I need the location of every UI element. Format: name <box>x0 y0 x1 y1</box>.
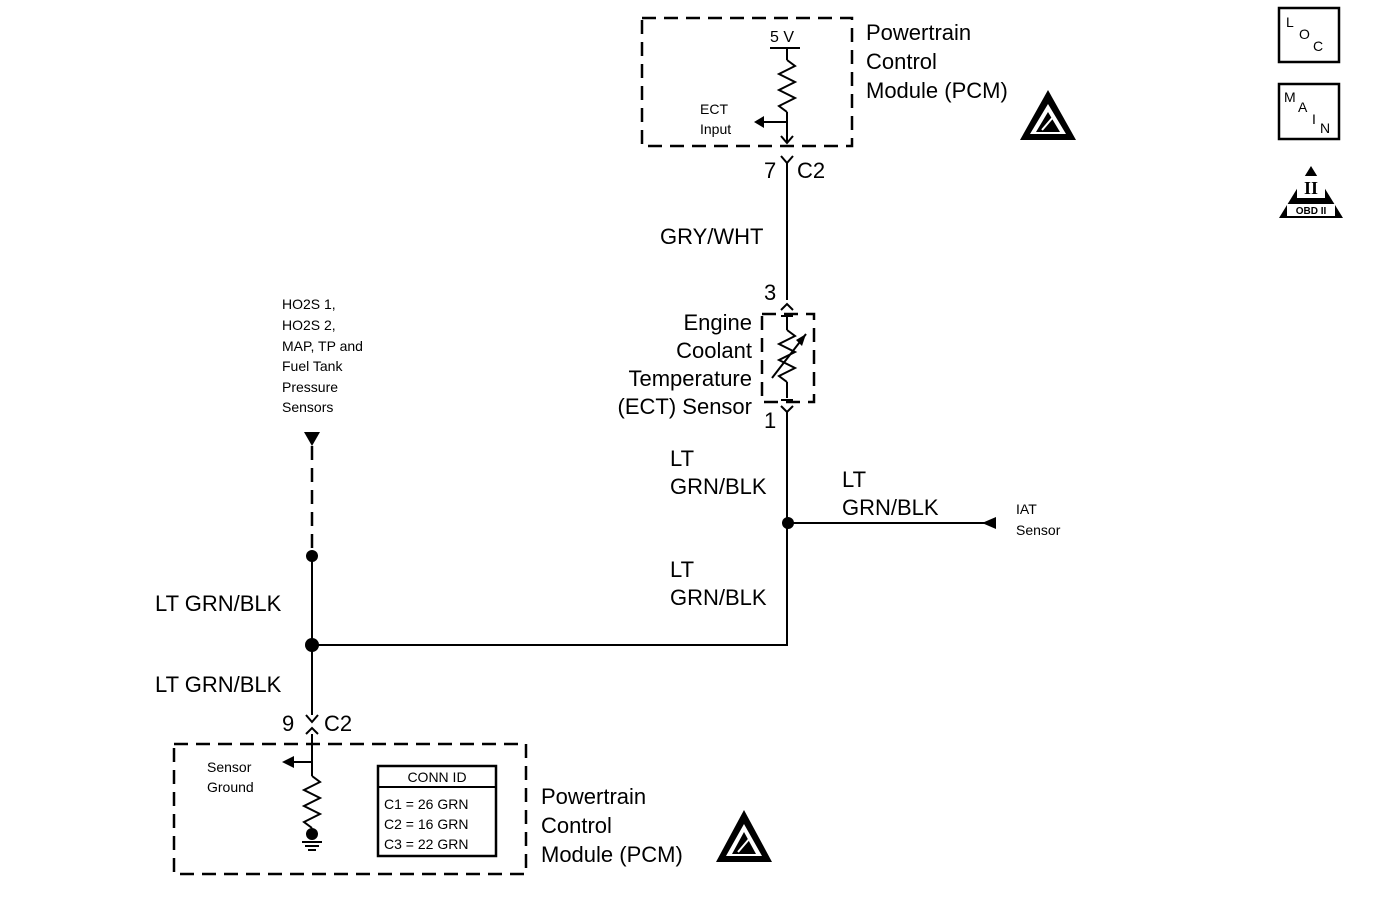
pcm-bottom-box <box>172 742 528 876</box>
iat-sensor-line1: IAT <box>1016 501 1037 517</box>
ect-name-line3: Temperature <box>628 366 752 391</box>
wire-left-lower-label: LT GRN/BLK <box>155 672 282 697</box>
pcm-bottom-ground-line1: Sensor <box>207 759 252 775</box>
conn-id-header: CONN ID <box>407 769 466 785</box>
pcm-bottom-connector: C2 <box>324 711 352 736</box>
other-sensors-line4: Fuel Tank <box>282 358 343 374</box>
pcm-top-title-line1: Powertrain <box>866 20 971 45</box>
obd-roman: II <box>1304 178 1318 198</box>
pcm-top-input-line1: ECT <box>700 101 728 117</box>
pcm-bottom-title-line3: Module (PCM) <box>541 842 683 867</box>
iat-arrow-icon <box>982 517 996 529</box>
ect-name-line4: (ECT) Sensor <box>618 394 752 419</box>
wire-ect-low-line2: GRN/BLK <box>670 474 767 499</box>
conn-id-row-3: C3 = 22 GRN <box>384 836 468 852</box>
wire-left-upper-label: LT GRN/BLK <box>155 591 282 616</box>
wire-iat-line1: LT <box>842 467 866 492</box>
esd-warning-icon <box>716 810 772 862</box>
loc-letter-2: O <box>1299 26 1310 42</box>
conn-id-table: CONN ID C1 = 26 GRN C2 = 16 GRN C3 = 22 … <box>376 764 498 858</box>
other-sensors-arrow-icon <box>304 432 320 446</box>
esd-warning-icon <box>1020 90 1076 140</box>
pcm-bottom-title-line1: Powertrain <box>541 784 646 809</box>
wire-ect-low-line1: LT <box>670 446 694 471</box>
other-sensors-line3: MAP, TP and <box>282 338 363 354</box>
pcm-top-module: 5 V ECT Input 7 C2 Powertrain Control Mo… <box>640 16 1076 183</box>
loc-icon[interactable]: L O C <box>1277 6 1341 64</box>
wire-ect-lower-line2: GRN/BLK <box>670 585 767 610</box>
ground-icon <box>302 841 322 851</box>
ect-thermistor <box>776 329 798 383</box>
wire-ect-lower-line1: LT <box>670 557 694 582</box>
pcm-bottom-ground-line2: Ground <box>207 779 254 795</box>
other-sensors-line5: Pressure <box>282 379 338 395</box>
ect-sensor: 3 1 Engine Coolant Temperature (ECT) Sen… <box>618 280 816 433</box>
pcm-top-pullup-resistor <box>776 59 798 113</box>
loc-letter-1: L <box>1286 14 1294 30</box>
ect-name-line2: Coolant <box>676 338 752 363</box>
main-icon[interactable]: M A I N <box>1277 82 1341 141</box>
ect-name-line1: Engine <box>683 310 752 335</box>
loc-letter-3: C <box>1313 38 1323 54</box>
conn-id-row-1: C1 = 26 GRN <box>384 796 468 812</box>
pcm-bottom-resistor <box>301 775 323 829</box>
other-sensors-line6: Sensors <box>282 399 333 415</box>
pcm-top-connector: C2 <box>797 158 825 183</box>
iat-sensor-line2: Sensor <box>1016 522 1061 538</box>
obd-label: OBD II <box>1296 206 1327 217</box>
pcm-top-box <box>640 16 854 148</box>
obd-ii-icon[interactable]: II OBD II <box>1279 166 1343 218</box>
main-letter-4: N <box>1320 120 1330 136</box>
pcm-bottom-title-line2: Control <box>541 813 612 838</box>
main-letter-3: I <box>1312 111 1316 127</box>
ect-pin-top: 3 <box>764 280 776 305</box>
sensor-ground-arrow-icon <box>282 756 294 768</box>
ect-input-arrow-icon <box>754 116 764 128</box>
pcm-top-pin: 7 <box>764 158 776 183</box>
pcm-bottom-pin: 9 <box>282 711 294 736</box>
pcm-top-title-line2: Control <box>866 49 937 74</box>
ect-pin-bottom: 1 <box>764 408 776 433</box>
other-sensors-line1: HO2S 1, <box>282 296 336 312</box>
main-letter-1: M <box>1284 89 1296 105</box>
other-sensors-line2: HO2S 2, <box>282 317 336 333</box>
wire-iat-line2: GRN/BLK <box>842 495 939 520</box>
pcm-bottom-module: 9 C2 Sensor Ground CONN ID C1 = 26 GRN C… <box>172 711 772 876</box>
wire-top-color-label: GRY/WHT <box>660 224 763 249</box>
main-letter-2: A <box>1298 99 1308 115</box>
splice-lower-left <box>305 638 319 652</box>
other-sensors-reference: HO2S 1, HO2S 2, MAP, TP and Fuel Tank Pr… <box>282 296 363 446</box>
pcm-top-voltage: 5 V <box>770 29 794 46</box>
pcm-top-input-line2: Input <box>700 121 731 137</box>
pcm-top-title-line3: Module (PCM) <box>866 78 1008 103</box>
conn-id-row-2: C2 = 16 GRN <box>384 816 468 832</box>
ect-sensor-box <box>760 312 816 404</box>
